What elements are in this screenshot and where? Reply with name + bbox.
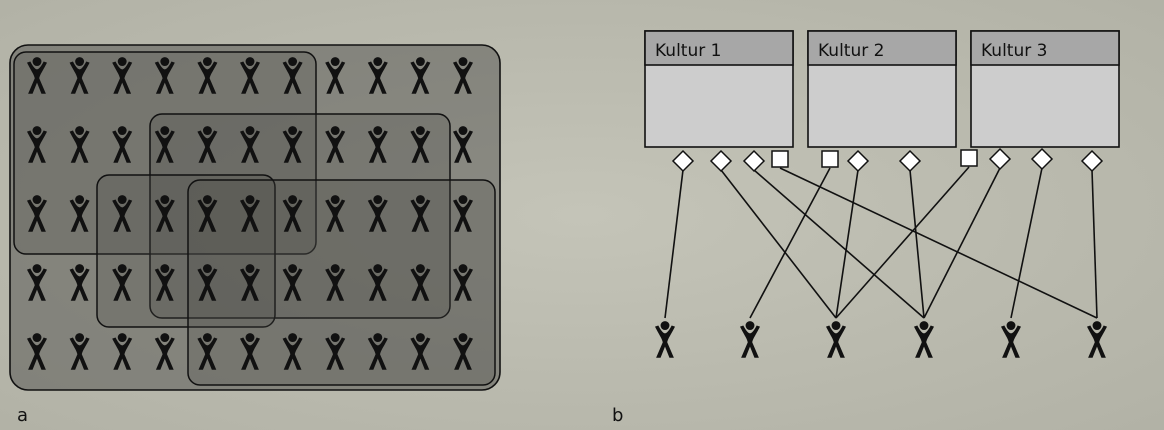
membership-line <box>1010 167 1043 319</box>
diamond-connector-icon <box>1030 147 1054 171</box>
membership-line <box>923 167 1001 319</box>
square-connector-icon <box>821 150 839 168</box>
membership-line <box>664 169 684 319</box>
culture-box-3: Kultur 3 <box>970 30 1120 148</box>
culture-box-header <box>970 30 1120 66</box>
culture-region-4 <box>187 179 496 386</box>
culture-box-title: Kultur 2 <box>818 41 884 61</box>
culture-box-2: Kultur 2 <box>807 30 957 148</box>
diamond-connector-icon <box>846 149 870 173</box>
culture-box-1: Kultur 1 <box>644 30 794 148</box>
membership-line <box>753 169 925 319</box>
membership-line <box>835 166 970 319</box>
culture-region-1 <box>13 51 317 255</box>
panel-b: Kultur 1 Kultur 2 Kultur 3 b <box>612 30 1120 426</box>
culture-boxes: Kultur 1 Kultur 2 Kultur 3 <box>644 30 1120 148</box>
panel-a: a <box>9 44 501 426</box>
culture-box-header <box>644 30 794 66</box>
diamond-connector-icon <box>988 147 1012 171</box>
membership-line <box>749 167 831 319</box>
culture-box-title: Kultur 3 <box>981 41 1047 61</box>
diamond-connector-icon <box>709 149 733 173</box>
membership-line <box>835 169 859 319</box>
diamond-connector-icon <box>1080 149 1104 173</box>
membership-line <box>720 169 837 319</box>
square-connector-icon <box>960 149 978 167</box>
diamond-connector-icon <box>671 149 695 173</box>
membership-line <box>1091 169 1098 319</box>
panel-label-a: a <box>17 405 28 426</box>
culture-box-title: Kultur 1 <box>655 41 721 61</box>
square-connector-icon <box>771 150 789 168</box>
culture-box-header <box>807 30 957 66</box>
membership-line <box>909 169 925 319</box>
membership-line <box>779 167 1098 319</box>
diamond-connector-icon <box>742 149 766 173</box>
culture-region-3 <box>96 174 276 328</box>
diamond-connector-icon <box>898 149 922 173</box>
membership-lines <box>664 166 1098 319</box>
panel-label-b: b <box>612 405 623 426</box>
connectors <box>671 147 1104 173</box>
